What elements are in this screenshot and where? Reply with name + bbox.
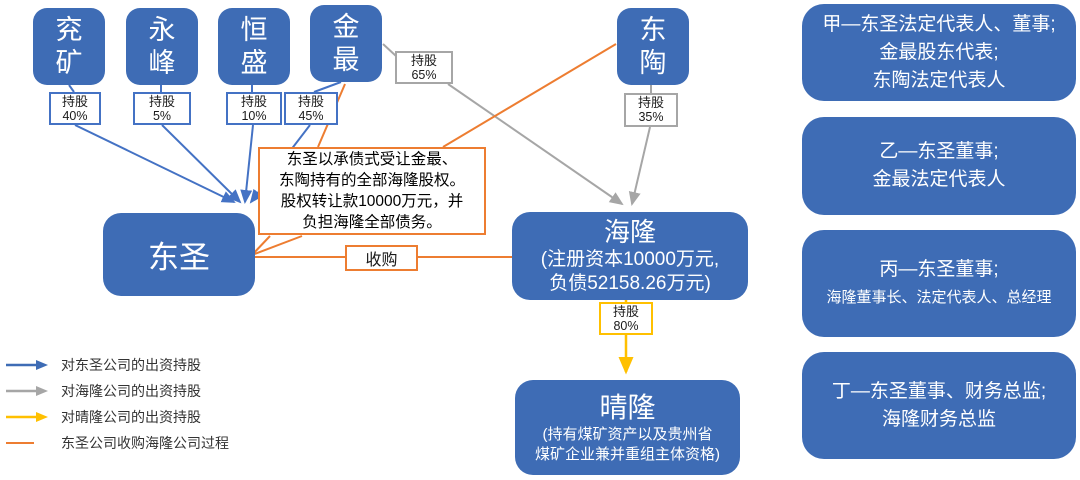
gray-ownership-arrows [382,43,652,206]
company-yankuang: 兖 矿 [33,8,105,85]
orange-line-icon [6,442,34,444]
company-dongtao: 东 陶 [617,8,689,85]
stake-jinzui-dongsheng: 持股 45% [284,92,338,125]
legend-item-hailong-ownership: 对海隆公司的出资持股 [4,378,229,404]
blue-arrow-icon [6,360,48,370]
legend-item-dongsheng-ownership: 对东圣公司的出资持股 [4,352,229,378]
yellow-arrow-icon [6,412,48,422]
stake-dongtao-hailong: 持股 35% [624,93,678,127]
legend-item-qinglong-ownership: 对晴隆公司的出资持股 [4,404,229,430]
company-hailong: 海隆 (注册资本10000万元, 负债52158.26万元) [512,212,748,300]
company-yongfeng: 永 峰 [126,8,198,85]
gray-arrow-icon [6,386,48,396]
acquisition-note-callout: 东圣以承债式受让金最、 东陶持有的全部海隆股权。 股权转让款10000万元，并 … [258,147,486,235]
company-dongsheng: 东圣 [103,213,255,296]
stake-hailong-qinglong: 持股 80% [599,302,653,335]
stake-hengsheng-dongsheng: 持股 10% [226,92,282,125]
person-box-ding: 丁—东圣董事、财务总监; 海隆财务总监 [802,352,1076,459]
stake-yankuang-dongsheng: 持股 40% [49,92,101,125]
acquisition-label-box: 收购 [345,245,418,271]
person-box-yi: 乙—东圣董事; 金最法定代表人 [802,117,1076,215]
company-jinzui: 金 最 [310,5,382,82]
stake-yongfeng-dongsheng: 持股 5% [133,92,191,125]
legend-item-acquisition-process: 东圣公司收购海隆公司过程 [4,430,229,456]
legend: 对东圣公司的出资持股 对海隆公司的出资持股 对晴隆公司的出资持股 东圣公司收购海… [4,352,229,456]
company-hengsheng: 恒 盛 [218,8,290,85]
company-qinglong: 晴隆 (持有煤矿资产以及贵州省 煤矿企业兼并重组主体资格) [515,380,740,475]
stake-jinzui-hailong: 持股 65% [395,51,453,84]
person-box-jia: 甲—东圣法定代表人、董事; 金最股东代表; 东陶法定代表人 [802,4,1076,101]
person-box-bing: 丙—东圣董事; 海隆董事长、法定代表人、总经理 [802,230,1076,337]
